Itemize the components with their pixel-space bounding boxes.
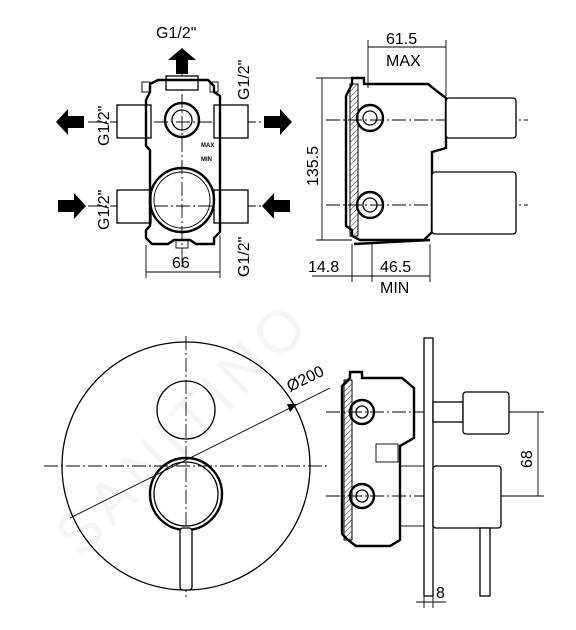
dim-46-value: 46.5 — [380, 259, 411, 276]
installed-lower-port-inner — [355, 489, 369, 503]
installed-body-section — [343, 379, 353, 541]
side-upper-port-inner — [362, 110, 378, 126]
installed-body — [340, 370, 416, 548]
upper-port-outer — [163, 101, 201, 139]
installed-middle-lug — [375, 443, 399, 463]
dim-14-value: 14.8 — [308, 259, 339, 276]
upper-port-inner — [171, 109, 193, 131]
installed-knob — [462, 391, 510, 435]
valve-body — [144, 78, 222, 246]
watermark: SANITINO — [42, 288, 324, 570]
side-base-plate — [353, 238, 431, 246]
arrow-right-lower-icon — [58, 193, 86, 219]
pipe-lower-left — [116, 189, 152, 224]
diameter-label: Ø200 — [284, 363, 327, 395]
dim-8-value: 8 — [436, 585, 445, 602]
pipe-top — [165, 75, 199, 91]
side-body-section — [349, 83, 359, 237]
arrow-up-icon — [168, 48, 196, 74]
label-lower-left: G1/2" — [96, 190, 113, 230]
dim-max-label: MAX — [386, 53, 421, 70]
installed-upper-port-inner — [355, 405, 369, 419]
installed-knob-stem — [432, 401, 464, 423]
label-upper-right: G1/2" — [236, 60, 253, 100]
label-inlet-top: G1/2" — [156, 25, 196, 42]
installed-cover-plate — [423, 337, 434, 597]
arrow-left-upper-icon — [56, 109, 84, 135]
installed-lever-base — [432, 465, 502, 529]
side-lower-port-inner — [362, 197, 378, 213]
bottom-side-view: 68 8 — [326, 337, 544, 608]
dim-135-value: 135.5 — [305, 146, 322, 186]
arrow-right-upper-icon — [264, 109, 292, 135]
side-lower-port — [355, 190, 385, 220]
lever-handle — [179, 527, 193, 591]
dim-66-value: 66 — [172, 255, 190, 272]
dim-61-value: 61.5 — [386, 31, 417, 48]
body-max-mark: MAX — [201, 143, 214, 149]
top-side-view: 61.5 MAX 135.5 14.8 46.5 MIN — [305, 31, 528, 297]
arrow-left-lower-icon — [262, 193, 290, 219]
dim-min-label: MIN — [380, 280, 409, 297]
diverter-knob — [156, 380, 216, 440]
label-lower-right: G1/2" — [236, 237, 253, 277]
installed-upper-port — [348, 398, 376, 426]
body-min-mark: MIN — [201, 157, 212, 163]
body-lug-left — [141, 81, 151, 93]
body-lug-bottom — [175, 239, 189, 249]
cartridge-circle — [148, 166, 216, 234]
side-upper-outlet — [445, 97, 517, 139]
lever-base-inner — [153, 461, 219, 527]
installed-lower-port — [348, 482, 376, 510]
side-lower-cartridge — [431, 171, 517, 235]
dim-68-value: 68 — [519, 450, 536, 468]
diameter-leader — [69, 387, 331, 519]
installed-lever-handle — [479, 527, 491, 597]
side-upper-port — [355, 103, 385, 133]
diameter-arrowhead — [287, 404, 297, 412]
top-front-view: MAX MIN G1/2" G1/2" G1/2" G1/2" G1/2" 66 — [56, 25, 292, 278]
label-upper-left: G1/2" — [96, 106, 113, 146]
cartridge-inner — [153, 171, 211, 229]
body-lug-right — [209, 81, 219, 93]
